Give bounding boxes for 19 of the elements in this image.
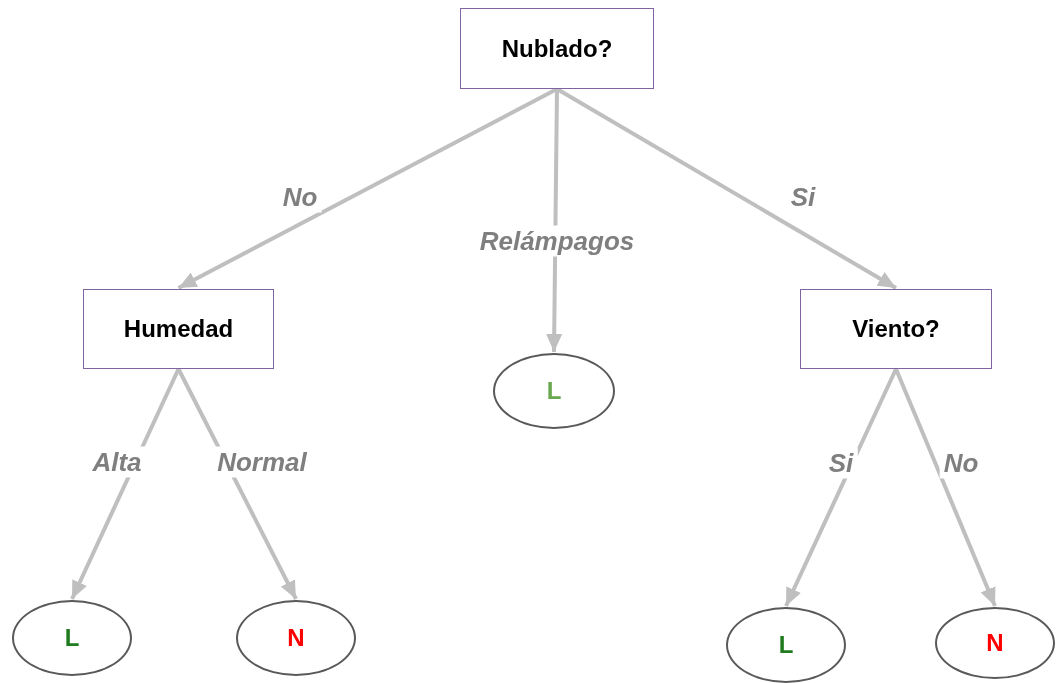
decision-box	[800, 289, 992, 369]
node-label: L	[546, 377, 562, 405]
arrow	[70, 368, 181, 600]
arrow	[784, 368, 898, 607]
node-label: Nublado?	[501, 34, 613, 63]
arrow	[894, 368, 997, 607]
node-label: N	[287, 624, 305, 652]
arrow	[546, 88, 563, 353]
decision-box	[460, 8, 654, 89]
node-label: Humedad	[123, 315, 234, 343]
node-label: Viento?	[852, 315, 940, 343]
edge-label: Normal	[213, 446, 311, 478]
decision-box	[83, 289, 274, 369]
node-label: L	[64, 624, 80, 652]
arrow	[177, 87, 558, 290]
node-label: N	[986, 629, 1004, 657]
node-label: L	[778, 631, 794, 659]
arrow	[176, 368, 298, 600]
arrow	[556, 87, 897, 290]
